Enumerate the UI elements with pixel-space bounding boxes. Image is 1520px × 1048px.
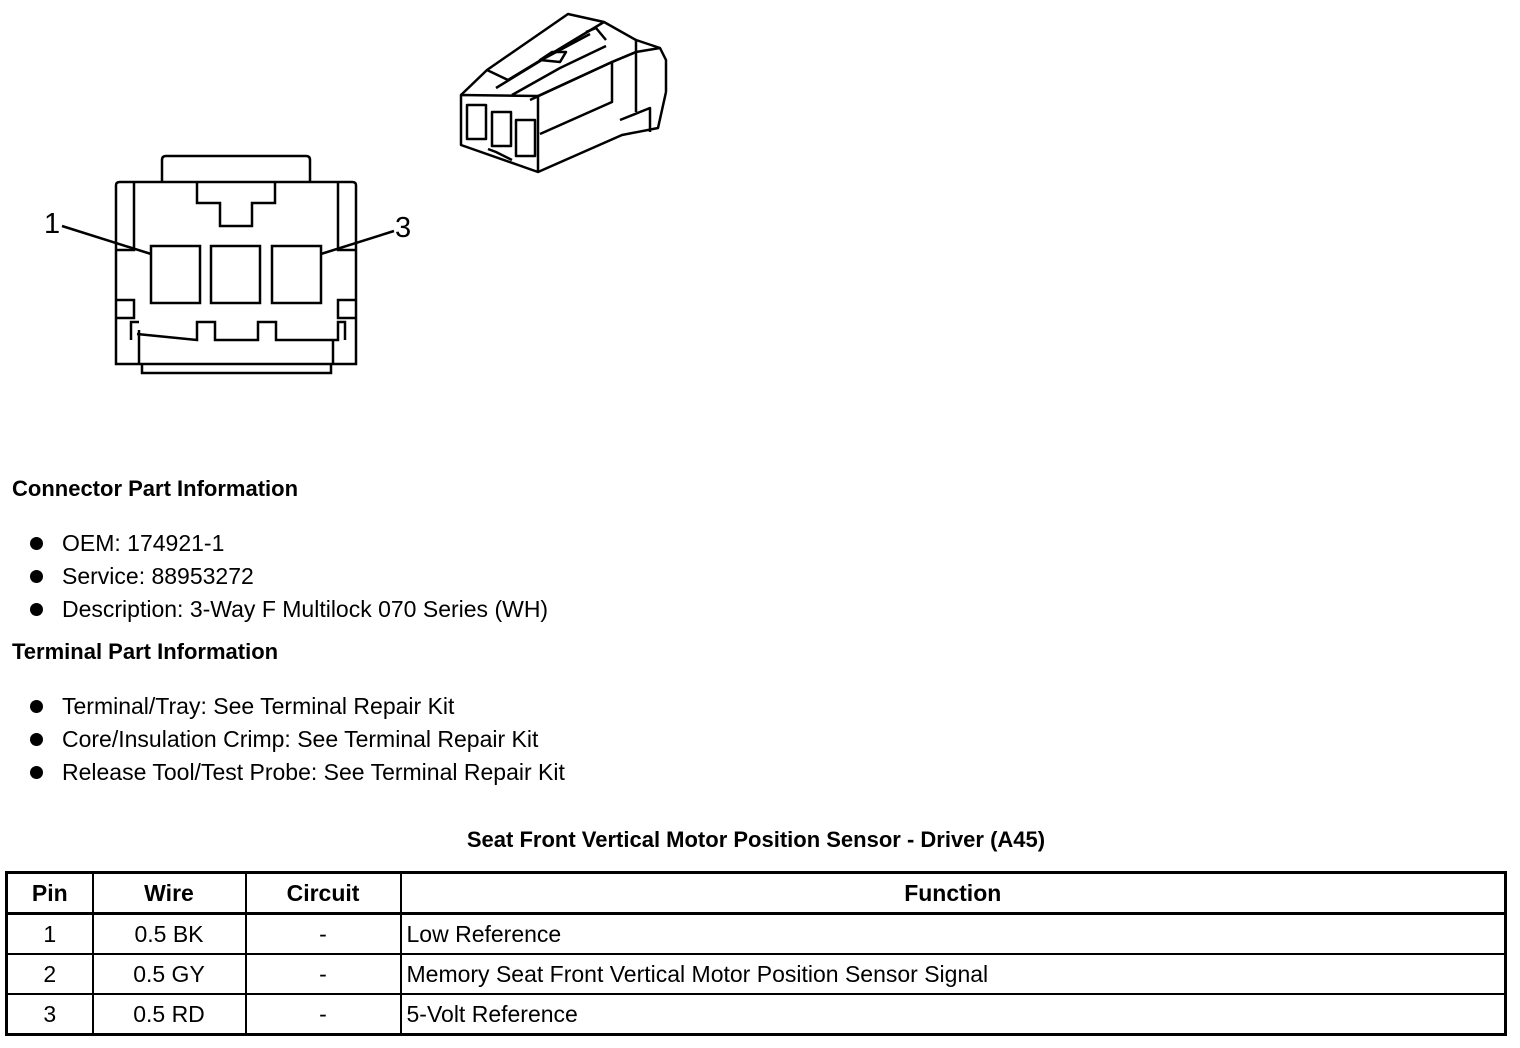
function-cell: 5-Volt Reference — [399, 993, 1507, 1036]
bullet-icon — [30, 537, 43, 550]
list-item: OEM: 174921-1 — [28, 527, 548, 560]
pin-3-callout: 3 — [395, 212, 412, 244]
function-cell: Memory Seat Front Vertical Motor Positio… — [399, 953, 1507, 995]
pin-cell: 3 — [5, 993, 94, 1036]
bullet-icon — [30, 766, 43, 779]
list-item: Description: 3-Way F Multilock 070 Serie… — [28, 593, 548, 626]
column-header-pin: Pin — [5, 871, 94, 915]
circuit-cell: - — [244, 953, 402, 995]
wire-cell: 0.5 RD — [91, 993, 247, 1036]
table-row: 3 0.5 RD - 5-Volt Reference — [5, 993, 1507, 1036]
list-item: Core/Insulation Crimp: See Terminal Repa… — [28, 723, 565, 756]
column-header-function: Function — [399, 871, 1507, 915]
wire-cell: 0.5 GY — [91, 953, 247, 995]
column-header-circuit: Circuit — [244, 871, 402, 915]
pin-cell: 2 — [5, 953, 94, 995]
table-row: 2 0.5 GY - Memory Seat Front Vertical Mo… — [5, 953, 1507, 995]
column-header-wire: Wire — [91, 871, 247, 915]
list-item: Service: 88953272 — [28, 560, 548, 593]
terminal-info-heading: Terminal Part Information — [12, 639, 279, 664]
list-item: Release Tool/Test Probe: See Terminal Re… — [28, 756, 565, 789]
connector-info-list: OEM: 174921-1 Service: 88953272 Descript… — [28, 527, 548, 626]
pinout-table: Pin Wire Circuit Function 1 0.5 BK - Low… — [5, 871, 1507, 1036]
connector-info-heading: Connector Part Information — [12, 476, 299, 501]
wire-cell: 0.5 BK — [91, 912, 247, 955]
connector-diagram — [61, 12, 668, 375]
bullet-icon — [30, 733, 43, 746]
list-item: Terminal/Tray: See Terminal Repair Kit — [28, 690, 565, 723]
connector-isometric-view — [459, 12, 668, 174]
function-cell: Low Reference — [399, 912, 1507, 955]
connector-face-view — [61, 154, 395, 375]
pin-1-callout: 1 — [44, 208, 61, 240]
terminal-info-list: Terminal/Tray: See Terminal Repair Kit C… — [28, 690, 565, 789]
circuit-cell: - — [244, 993, 402, 1036]
table-title: Seat Front Vertical Motor Position Senso… — [466, 827, 1046, 852]
table-header-row: Pin Wire Circuit Function — [5, 871, 1507, 915]
table-row: 1 0.5 BK - Low Reference — [5, 912, 1507, 955]
bullet-icon — [30, 603, 43, 616]
circuit-cell: - — [244, 912, 402, 955]
bullet-icon — [30, 700, 43, 713]
pin-cell: 1 — [5, 912, 94, 955]
bullet-icon — [30, 570, 43, 583]
